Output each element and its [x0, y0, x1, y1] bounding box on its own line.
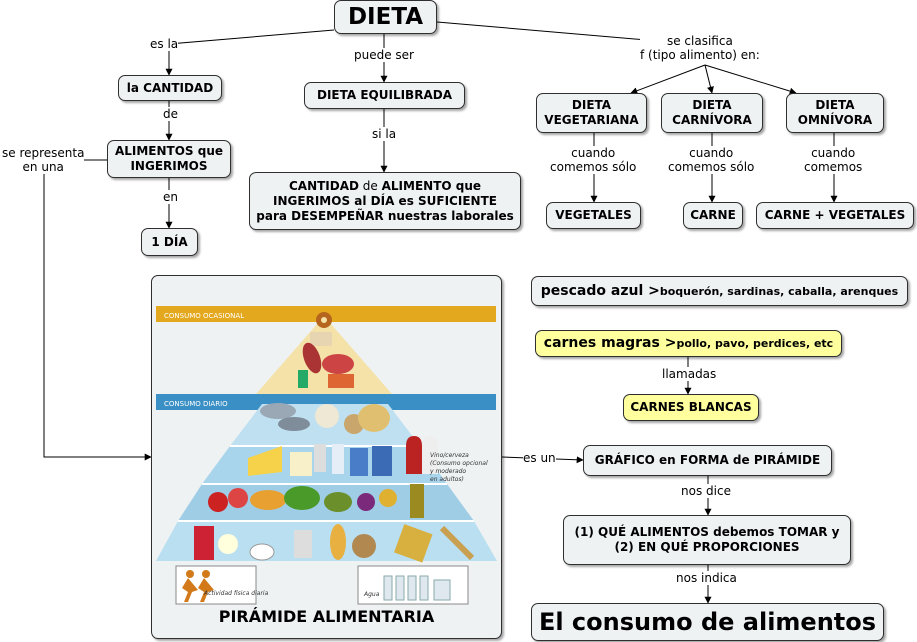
link-label-en: en — [163, 190, 178, 204]
node-vegetales[interactable]: VEGETALES — [546, 202, 641, 229]
food-fruit-veg — [208, 484, 424, 518]
link-label-nos-dice: nos dice — [681, 484, 731, 498]
link-label-nos-indica: nos indica — [676, 571, 737, 585]
link-label-si-la: si la — [372, 127, 397, 141]
node-carne[interactable]: CARNE — [683, 202, 743, 229]
band-consumo-diario — [156, 394, 496, 410]
tier-top — [256, 316, 392, 394]
runner-icon — [182, 570, 214, 602]
node-pescado-azul[interactable]: pescado azul > boquerón, sardinas, cabal… — [531, 276, 908, 306]
link-label-es-la: es la — [150, 37, 179, 51]
link-alimentos-piramide — [43, 159, 152, 461]
label-agua: Agua — [364, 591, 380, 598]
food-cereals — [194, 524, 475, 563]
food-fish-meat — [260, 403, 390, 434]
node-carnes-blancas[interactable]: CARNES BLANCAS — [623, 394, 759, 421]
pyramid-illustration — [156, 306, 497, 605]
node-carnes-magras[interactable]: carnes magras > pollo, pavo, perdices, e… — [535, 330, 842, 357]
node-carne-vegetales[interactable]: CARNE + VEGETALES — [756, 202, 914, 229]
label-vino-note: Vino/cerveza (Consumo opcional y moderad… — [430, 452, 488, 483]
node-grafico[interactable]: GRÁFICO en FORMA de PIRÁMIDE — [583, 445, 832, 476]
node-cantidad[interactable]: la CANTIDAD — [118, 75, 222, 101]
pyramid-caption: PIRÁMIDE ALIMENTARIA — [218, 607, 435, 626]
link-label-puede-ser: puede ser — [354, 48, 414, 62]
label-actividad: Actividad física diaria — [204, 590, 269, 597]
link-clasifica-vegetariana — [630, 64, 706, 95]
node-consumo[interactable]: El consumo de alimentos — [531, 603, 884, 641]
food-sweets — [298, 312, 354, 388]
node-alimentos[interactable]: ALIMENTOS que INGERIMOS — [107, 140, 231, 178]
link-clasifica-carnivora — [704, 64, 714, 94]
node-piramide[interactable]: CONSUMO OCASIONAL CONSUMO DIARIO Vino/ce… — [151, 275, 502, 639]
node-un-dia[interactable]: 1 DÍA — [141, 228, 198, 256]
node-definicion[interactable]: CANTIDAD de ALIMENTO que INGERIMOS al DÍ… — [249, 172, 521, 230]
node-que-alimentos[interactable]: (1) QUÉ ALIMENTOS debemos TOMAR y(2) EN … — [563, 515, 851, 565]
label-consumo-ocasional: CONSUMO OCASIONAL — [164, 312, 245, 320]
node-dieta[interactable]: DIETA — [334, 0, 437, 34]
link-label-llamadas: llamadas — [662, 367, 717, 381]
link-label-de: de — [163, 107, 178, 121]
label-consumo-diario: CONSUMO DIARIO — [164, 400, 228, 408]
link-dieta-cantidad — [165, 29, 335, 76]
water-bottles-icon — [383, 575, 451, 601]
link-label-es-un: es un — [523, 451, 556, 465]
node-dieta-equilibrada[interactable]: DIETA EQUILIBRADA — [304, 82, 465, 109]
food-dairy — [248, 436, 438, 476]
link-label-se-clasifica: se clasifica f (tipo alimento) en: — [640, 34, 760, 62]
link-clasifica-omnivora — [704, 64, 797, 95]
